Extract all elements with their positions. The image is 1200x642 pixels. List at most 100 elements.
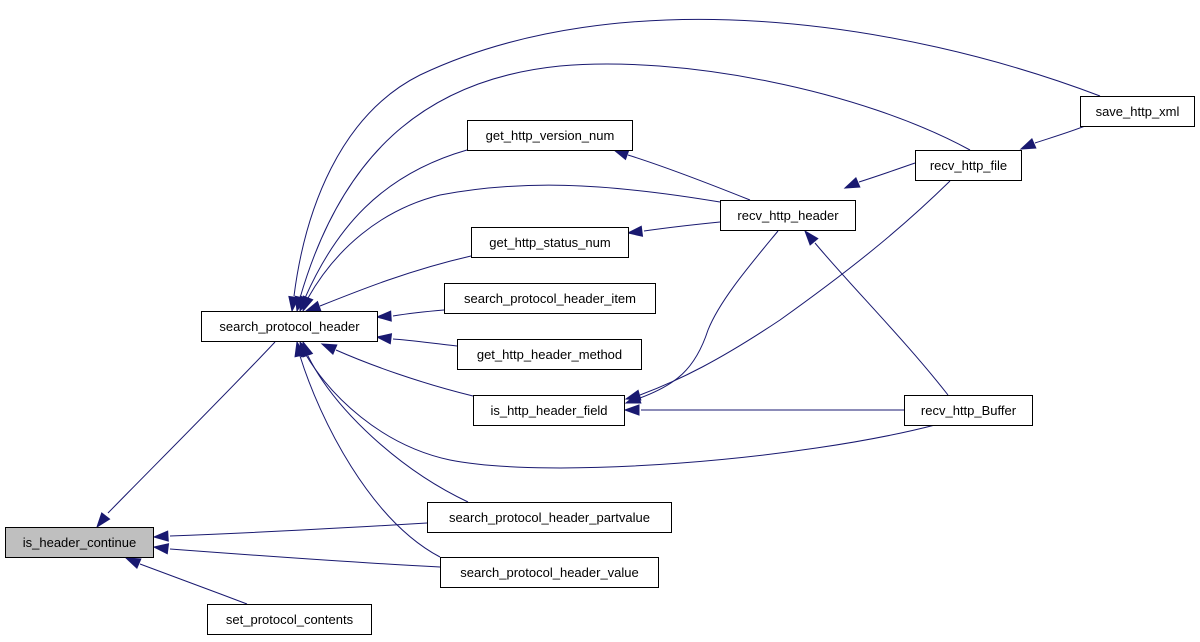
edge-line xyxy=(299,63,971,299)
arrowhead-icon xyxy=(152,543,170,555)
node-label: search_protocol_header_value xyxy=(460,565,639,580)
node-box[interactable] xyxy=(201,311,378,342)
node-get-http-status-num[interactable]: get_http_status_num xyxy=(471,227,629,258)
arrowhead-icon xyxy=(626,225,644,237)
node-search-protocol-header-value[interactable]: search_protocol_header_value xyxy=(440,557,659,588)
node-is-header-continue[interactable]: is_header_continue xyxy=(5,527,154,558)
node-box[interactable] xyxy=(444,283,656,314)
arrowhead-icon xyxy=(124,557,142,569)
arrowhead-icon xyxy=(612,149,630,161)
node-save-http-xml[interactable]: save_http_xml xyxy=(1080,96,1195,127)
edge-search_protocol_header_value-to-search_protocol_header xyxy=(294,340,441,558)
edge-line xyxy=(139,563,248,605)
node-label: search_protocol_header xyxy=(219,319,360,334)
node-label: search_protocol_header_item xyxy=(464,291,636,306)
arrowhead-icon xyxy=(375,333,393,345)
node-box[interactable] xyxy=(440,557,659,588)
node-box[interactable] xyxy=(904,395,1033,426)
node-label: save_http_xml xyxy=(1096,104,1180,119)
node-recv-http-header[interactable]: recv_http_header xyxy=(720,200,856,231)
edge-search_protocol_header_value-to-is_header_continue xyxy=(152,543,441,568)
node-label: is_header_continue xyxy=(23,535,136,550)
node-box[interactable] xyxy=(471,227,629,258)
edge-recv_http_header-to-search_protocol_header xyxy=(302,184,721,313)
edge-line xyxy=(643,221,721,232)
edge-line xyxy=(1034,125,1086,144)
edge-search_protocol_header_item-to-search_protocol_header xyxy=(375,309,445,322)
edge-line xyxy=(305,354,936,469)
node-label: get_http_version_num xyxy=(486,128,615,143)
edge-line xyxy=(304,149,468,299)
edge-line xyxy=(392,338,458,347)
edge-line xyxy=(639,180,951,396)
node-label: search_protocol_header_partvalue xyxy=(449,510,650,525)
edge-line xyxy=(335,349,474,397)
node-get-http-version-num[interactable]: get_http_version_num xyxy=(467,120,633,151)
node-recv-http-Buffer[interactable]: recv_http_Buffer xyxy=(904,395,1033,426)
node-box[interactable] xyxy=(467,120,633,151)
edge-save_http_xml-to-recv_http_file xyxy=(1019,125,1086,150)
edge-line xyxy=(307,184,721,299)
node-label: recv_http_header xyxy=(737,208,839,223)
node-box[interactable] xyxy=(5,527,154,558)
edge-line xyxy=(107,341,276,514)
node-box[interactable] xyxy=(1080,96,1195,127)
edge-search_protocol_header_partvalue-to-search_protocol_header xyxy=(302,340,469,503)
arrowhead-icon xyxy=(294,340,306,358)
edge-search_protocol_header-to-is_header_continue xyxy=(96,341,276,529)
node-box[interactable] xyxy=(473,395,625,426)
arrowhead-icon xyxy=(320,343,338,355)
edge-recv_http_file-to-recv_http_header xyxy=(843,162,916,189)
node-recv-http-file[interactable]: recv_http_file xyxy=(915,150,1022,181)
node-box[interactable] xyxy=(427,502,672,533)
arrowhead-icon xyxy=(302,340,314,358)
edge-line xyxy=(169,548,441,568)
node-box[interactable] xyxy=(457,339,642,370)
node-box[interactable] xyxy=(720,200,856,231)
node-label: get_http_header_method xyxy=(477,347,622,362)
edge-recv_http_header-to-is_http_header_field xyxy=(624,230,779,404)
node-label: get_http_status_num xyxy=(489,235,610,250)
arrowhead-icon xyxy=(1019,138,1037,150)
edge-recv_http_header-to-get_http_version_num xyxy=(612,149,751,201)
node-label: set_protocol_contents xyxy=(226,612,354,627)
edge-line xyxy=(169,522,428,537)
edge-recv_http_header-to-get_http_status_num xyxy=(626,221,721,237)
edge-is_http_header_field-to-search_protocol_header xyxy=(320,343,474,397)
node-search-protocol-header[interactable]: search_protocol_header xyxy=(201,311,378,342)
edge-line xyxy=(639,230,779,399)
edge-set_protocol_contents-to-is_header_continue xyxy=(124,557,248,605)
arrowhead-icon xyxy=(843,177,861,189)
edge-line xyxy=(299,355,441,558)
arrowhead-icon xyxy=(623,404,640,416)
node-set-protocol-contents[interactable]: set_protocol_contents xyxy=(207,604,372,635)
arrowhead-icon xyxy=(804,229,819,246)
edge-get_http_header_method-to-search_protocol_header xyxy=(375,333,458,347)
edge-recv_http_Buffer-to-recv_http_header xyxy=(804,229,949,396)
node-search-protocol-header-partvalue[interactable]: search_protocol_header_partvalue xyxy=(427,502,672,533)
arrowhead-icon xyxy=(96,512,111,529)
edge-recv_http_file-to-search_protocol_header xyxy=(294,63,971,313)
arrowhead-icon xyxy=(624,389,642,401)
edge-line xyxy=(319,255,472,307)
edge-search_protocol_header_partvalue-to-is_header_continue xyxy=(152,522,428,542)
edge-line xyxy=(814,242,949,396)
edge-line xyxy=(858,162,916,183)
node-label: recv_http_Buffer xyxy=(921,403,1017,418)
node-is-http-header-field[interactable]: is_http_header_field xyxy=(473,395,625,426)
edge-line xyxy=(392,309,445,317)
arrowhead-icon xyxy=(152,530,169,542)
node-box[interactable] xyxy=(915,150,1022,181)
edge-recv_http_Buffer-to-is_http_header_field xyxy=(623,404,904,416)
node-label: is_http_header_field xyxy=(490,403,607,418)
node-box[interactable] xyxy=(207,604,372,635)
edge-line xyxy=(293,18,1101,297)
node-label: recv_http_file xyxy=(930,158,1007,173)
edge-line xyxy=(627,154,751,201)
node-get-http-header-method[interactable]: get_http_header_method xyxy=(457,339,642,370)
node-search-protocol-header-item[interactable]: search_protocol_header_item xyxy=(444,283,656,314)
arrowhead-icon xyxy=(302,295,314,313)
edge-recv_http_file-to-is_http_header_field xyxy=(624,180,951,401)
arrowhead-icon xyxy=(375,310,392,322)
